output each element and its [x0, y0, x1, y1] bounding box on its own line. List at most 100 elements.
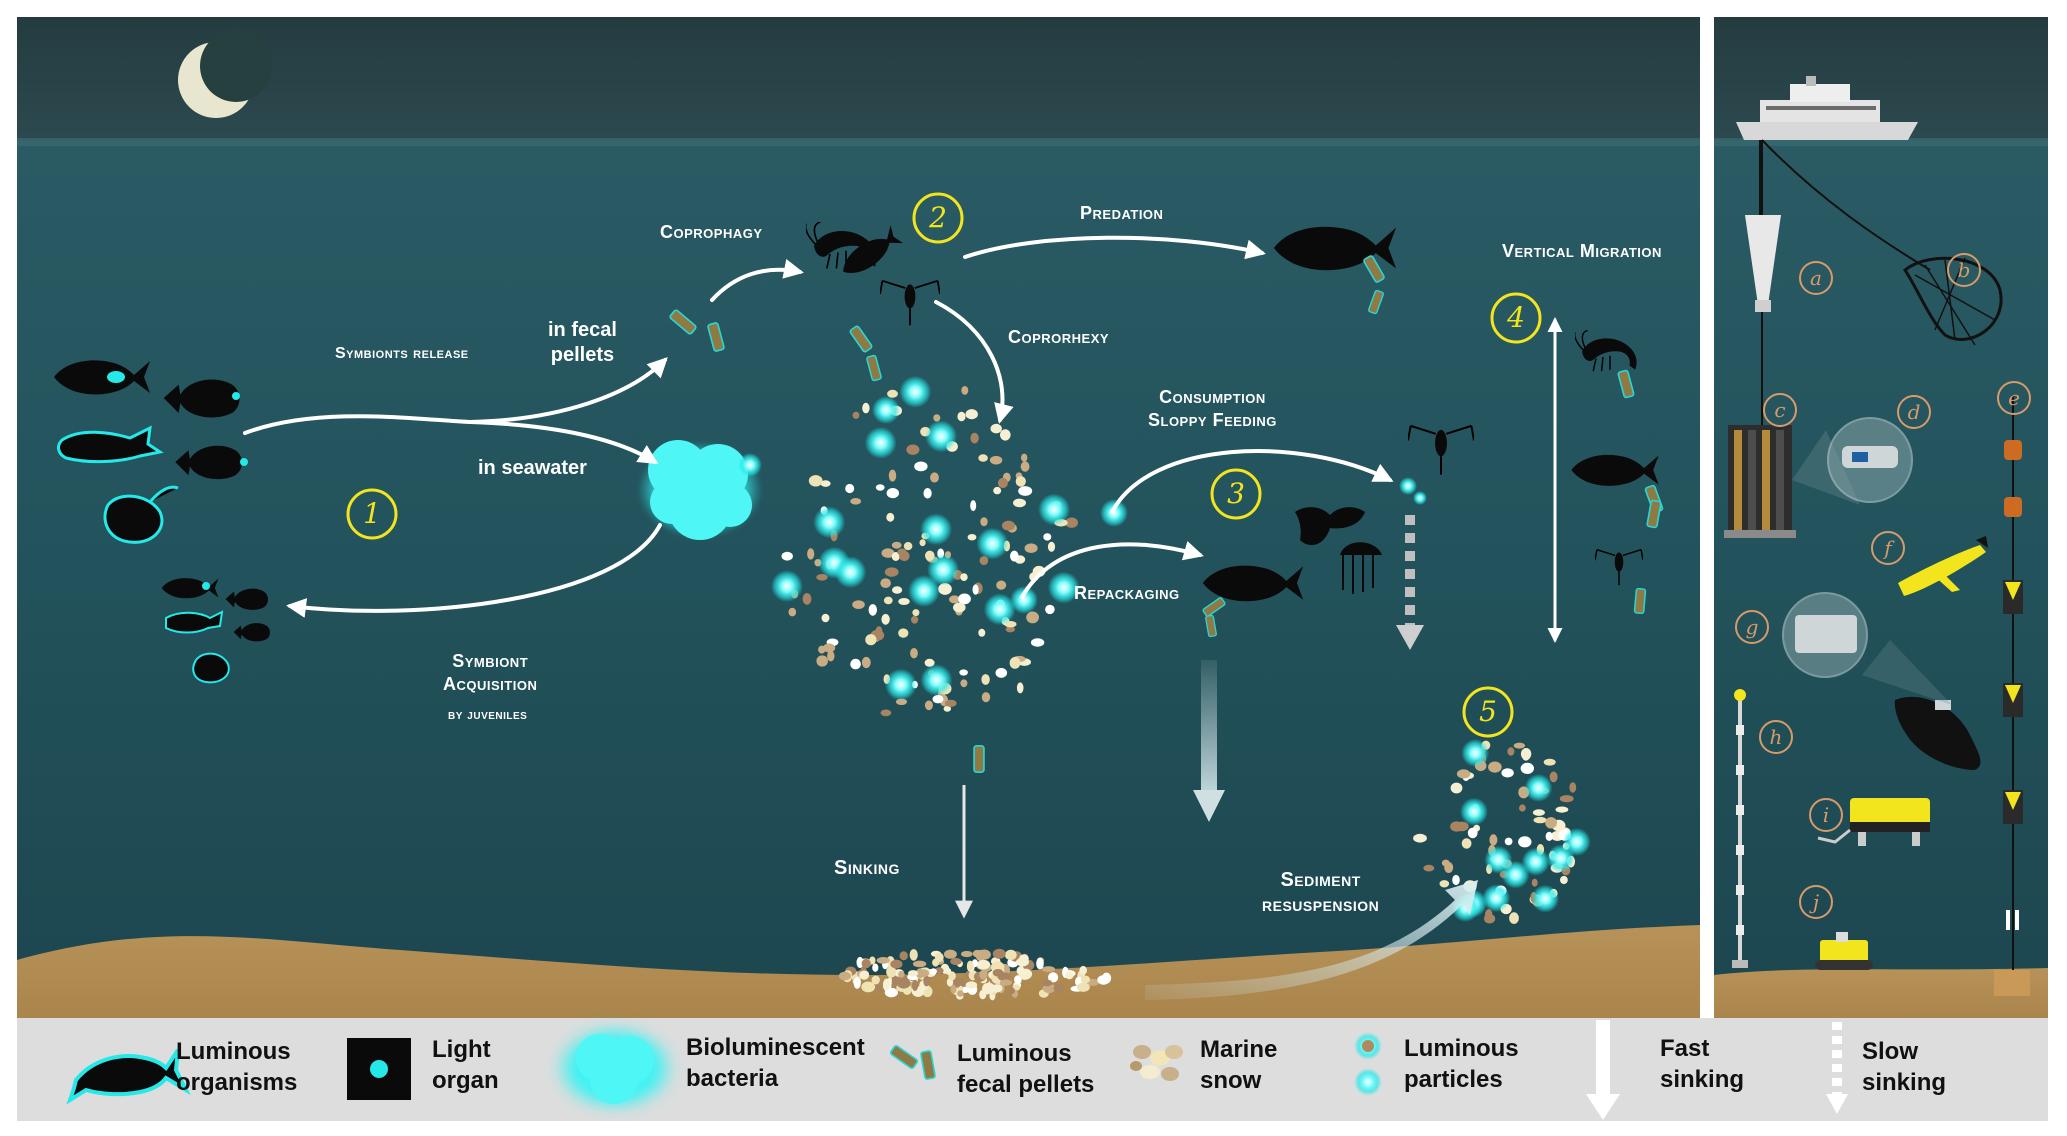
- glow-particle: [1460, 797, 1488, 826]
- rosette-icon: [1724, 425, 1796, 538]
- snow-particle: [1016, 682, 1024, 694]
- glow-particle: [908, 575, 940, 607]
- snow-particle: [872, 963, 879, 972]
- snow-particle: [980, 517, 988, 527]
- snow-particle: [1065, 971, 1074, 980]
- legend-bioluminescent-bacteria: Bioluminescent bacteria: [686, 1034, 865, 1093]
- snow-particle: [912, 609, 920, 617]
- glow-particle: [1531, 884, 1560, 913]
- snow-particle: [838, 971, 851, 981]
- fast-sinking-arrow: [1193, 660, 1225, 822]
- snow-particle: [1053, 984, 1065, 993]
- snow-particle: [961, 986, 969, 993]
- label-symbiont-acquisition: Symbiont Acquisition: [443, 651, 538, 694]
- solid-arrow-icon: [1586, 1020, 1620, 1120]
- label-consumption-sloppy-feeding: Consumption Sloppy Feeding: [1148, 387, 1277, 430]
- snow-particle: [960, 573, 968, 581]
- snow-particle: [1520, 748, 1532, 760]
- snow-particle: [945, 968, 952, 975]
- snow-particle: [1444, 862, 1454, 873]
- snow-particle: [999, 979, 1013, 986]
- snow-particle: [923, 488, 932, 499]
- snow-particle: [970, 432, 979, 444]
- snow-particle: [981, 674, 990, 685]
- snow-particle: [899, 550, 910, 562]
- slow-sinking-arrow: [1396, 515, 1424, 650]
- instrument-j-letter: j: [1812, 890, 1820, 914]
- snow-particle: [898, 628, 909, 638]
- snow-particle: [896, 977, 911, 989]
- snow-particle: [1450, 782, 1463, 794]
- luminous-particles: [872, 396, 1427, 614]
- instrument-i-letter: i: [1822, 803, 1830, 827]
- snow-particle: [850, 658, 861, 670]
- snow-particle: [884, 567, 899, 577]
- snow-particle: [876, 957, 890, 964]
- instrument-h-letter: h: [1769, 725, 1783, 749]
- snow-particle: [938, 583, 952, 595]
- legend-marine-snow: Marine snow: [1200, 1036, 1278, 1095]
- legend-slow-sinking: Slow sinking: [1862, 1038, 1947, 1097]
- snow-particle: [1018, 968, 1033, 980]
- snow-particle: [1461, 838, 1472, 849]
- snow-particle: [1507, 747, 1515, 756]
- snow-particle: [970, 500, 977, 512]
- instrument-a-letter: a: [1810, 266, 1822, 290]
- light-organ-markers: [107, 371, 248, 466]
- snow-particle: [992, 969, 1004, 977]
- label-coprorhexy: Coprorhexy: [1008, 327, 1110, 347]
- snow-particle: [1043, 533, 1052, 541]
- snow-particle: [781, 551, 793, 561]
- snow-particle: [886, 512, 895, 522]
- snow-particle: [914, 461, 928, 472]
- snow-particle: [850, 498, 862, 505]
- research-ship-icon: [1736, 76, 1918, 140]
- snow-particle: [957, 411, 966, 422]
- sloppy-feeders: [1295, 424, 1474, 594]
- snow-particle: [865, 634, 877, 646]
- snow-particle: [1014, 975, 1022, 985]
- snow-particle: [1484, 913, 1496, 924]
- snow-particle: [1545, 831, 1553, 842]
- snow-particle: [910, 648, 918, 659]
- snow-particle: [861, 981, 876, 993]
- snow-particle: [888, 469, 897, 482]
- glow-particle: [813, 506, 846, 539]
- snow-particle: [859, 970, 870, 980]
- snow-particle: [959, 669, 968, 676]
- legend-light-organ: Light organ: [432, 1036, 499, 1095]
- snow-particle: [1439, 880, 1450, 888]
- snow-particle: [1045, 604, 1055, 615]
- snow-particle: [1047, 541, 1056, 552]
- bioluminescent-bacteria-cloud: [638, 440, 762, 540]
- glow-particle: [976, 527, 1009, 560]
- snow-particle: [933, 414, 941, 422]
- snow-particle: [1016, 957, 1029, 967]
- snow-particle: [890, 959, 903, 969]
- snow-particle: [930, 472, 939, 483]
- snow-particle: [1509, 912, 1519, 924]
- glow-particle: [1562, 827, 1591, 856]
- snow-particle: [1018, 486, 1033, 496]
- snow-particle: [887, 389, 898, 398]
- snow-particle: [1467, 827, 1478, 839]
- snow-particle: [979, 556, 989, 566]
- snow-particle: [972, 949, 982, 958]
- snow-particle: [862, 402, 870, 414]
- snow-particle: [807, 548, 815, 560]
- snow-particle: [802, 593, 812, 605]
- snow-particle: [1531, 878, 1538, 887]
- snow-particle: [1504, 837, 1513, 846]
- snow-particle: [852, 600, 865, 609]
- snow-particle: [1026, 611, 1039, 624]
- snow-particle: [1080, 975, 1091, 984]
- snow-particle: [1004, 949, 1017, 961]
- luminous-fish-icon: [66, 1048, 191, 1105]
- step-4-number: 4: [1507, 301, 1525, 334]
- snow-particle: [990, 423, 1002, 434]
- snow-particle: [1020, 461, 1030, 472]
- marine-snow-cloud: [771, 375, 1080, 717]
- snow-particle: [1413, 833, 1427, 843]
- snow-particle: [983, 982, 995, 994]
- glow-particle: [1038, 493, 1071, 526]
